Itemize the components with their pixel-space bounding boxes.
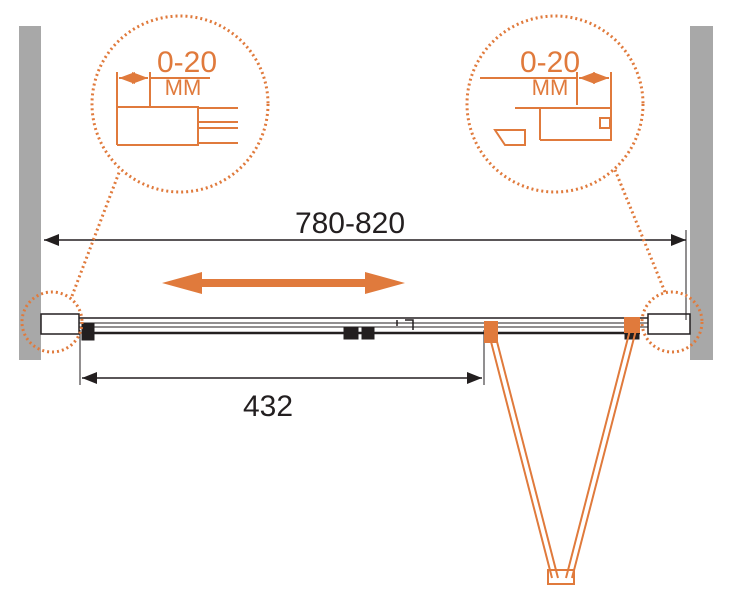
- door-rail: [40, 313, 691, 341]
- left-detail-marker: [20, 290, 84, 354]
- right-detail-marker: [640, 290, 704, 354]
- sliding-direction-arrow: [162, 272, 405, 294]
- left-wall: [19, 26, 41, 360]
- left-range-label: 0-20: [157, 46, 217, 79]
- left-unit-label: MM: [165, 75, 202, 100]
- right-unit-label: MM: [532, 75, 569, 100]
- folding-door: [484, 317, 640, 585]
- door-width-label: 432: [243, 390, 293, 423]
- overall-width-label: 780-820: [295, 207, 405, 240]
- left-detail-callout: 0-20 MM: [90, 14, 270, 194]
- right-range-label: 0-20: [520, 46, 580, 79]
- right-detail-callout: 0-20 MM: [465, 14, 645, 194]
- door-dimension: 432: [79, 330, 485, 423]
- right-wall: [690, 26, 713, 360]
- overall-dimension: 780-820: [44, 207, 687, 320]
